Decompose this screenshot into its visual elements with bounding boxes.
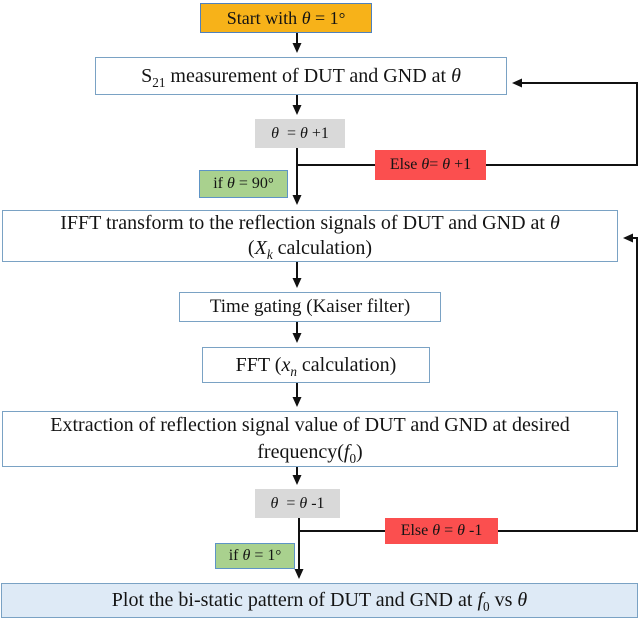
s21-text: measurement of DUT and GND at bbox=[165, 64, 452, 87]
plot-label: Plot the bi-static pattern of DUT and GN… bbox=[111, 589, 528, 614]
ifft-line2: (Xk calculation) bbox=[248, 236, 372, 261]
xn-subscript: n bbox=[290, 363, 297, 379]
calculation-text: calculation) bbox=[296, 353, 397, 376]
else-text: Else bbox=[389, 156, 422, 173]
f0-symbol: f bbox=[477, 589, 483, 611]
if-1-label: if θ = 1° bbox=[229, 547, 282, 565]
start-text: Start with bbox=[226, 7, 302, 28]
vs-text: vs bbox=[489, 589, 518, 611]
equals-text: = bbox=[278, 494, 300, 512]
calculation-text: calculation) bbox=[272, 237, 373, 259]
fft-text: FFT ( bbox=[235, 353, 282, 376]
plot-text: Plot the bi-static pattern of DUT and GN… bbox=[111, 589, 478, 611]
theta-symbol: θ bbox=[301, 7, 311, 28]
f0-symbol: f bbox=[343, 441, 350, 463]
theta-symbol: θ bbox=[271, 124, 279, 142]
theta-symbol: θ bbox=[242, 547, 251, 564]
if-text: if bbox=[228, 547, 243, 564]
paren-close: ) bbox=[356, 441, 363, 463]
s21-symbol: S bbox=[141, 64, 153, 87]
theta-symbol: θ bbox=[457, 522, 465, 539]
theta-symbol: θ bbox=[227, 175, 235, 192]
time-gating-label: Time gating (Kaiser filter) bbox=[209, 296, 411, 317]
s21-label: S21 measurement of DUT and GND at θ bbox=[141, 64, 461, 90]
degree-symbol: ° bbox=[338, 8, 346, 28]
node-ifft-transform: IFFT transform to the reflection signals… bbox=[2, 210, 618, 262]
f0-subscript: 0 bbox=[483, 599, 490, 614]
equals-text: = bbox=[440, 522, 458, 539]
plus-one-text: +1 bbox=[450, 156, 472, 173]
paren-open: ( bbox=[247, 237, 255, 259]
extraction-line2: frequency(f0) bbox=[257, 439, 362, 466]
node-extraction: Extraction of reflection signal value of… bbox=[2, 411, 618, 467]
extraction-line1: Extraction of reflection signal value of… bbox=[50, 414, 570, 436]
else-text: Else bbox=[400, 522, 433, 539]
degree-symbol: ° bbox=[275, 548, 282, 564]
node-else-theta-increment: Else θ= θ +1 bbox=[375, 150, 486, 180]
equals-text: = bbox=[429, 156, 443, 173]
theta-symbol: θ bbox=[270, 494, 279, 512]
ifft-line1: IFFT transform to the reflection signals… bbox=[60, 211, 560, 236]
else-decrement-label: Else θ = θ -1 bbox=[401, 522, 483, 540]
node-start: Start with θ = 1° bbox=[200, 3, 372, 33]
node-if-theta-90: if θ = 90° bbox=[199, 170, 288, 198]
fft-label: FFT (xn calculation) bbox=[235, 353, 397, 379]
frequency-text: frequency( bbox=[257, 441, 344, 463]
else-increment-label: Else θ= θ +1 bbox=[390, 156, 471, 174]
increment-label: θ = θ +1 bbox=[271, 125, 329, 143]
theta-symbol: θ bbox=[517, 589, 528, 611]
node-else-theta-decrement: Else θ = θ -1 bbox=[385, 518, 498, 544]
decrement-label: θ = θ -1 bbox=[270, 495, 324, 513]
f0-subscript: 0 bbox=[349, 451, 357, 466]
start-label: Start with θ = 1° bbox=[227, 8, 346, 29]
node-s21-measurement: S21 measurement of DUT and GND at θ bbox=[95, 57, 507, 95]
condition-value: = 90 bbox=[234, 175, 268, 192]
theta-symbol: θ bbox=[300, 124, 308, 142]
xk-symbol: X bbox=[254, 237, 267, 259]
theta-symbol: θ bbox=[549, 212, 560, 234]
theta-symbol: θ bbox=[442, 156, 451, 173]
plus-one-text: +1 bbox=[307, 124, 329, 142]
theta-symbol: θ bbox=[451, 64, 461, 87]
node-theta-decrement: θ = θ -1 bbox=[255, 489, 340, 518]
node-time-gating: Time gating (Kaiser filter) bbox=[179, 292, 441, 322]
node-theta-increment: θ = θ +1 bbox=[255, 119, 345, 148]
theta-symbol: θ bbox=[421, 156, 430, 173]
condition-value: = 1 bbox=[250, 547, 276, 564]
theta-symbol: θ bbox=[432, 522, 441, 539]
node-if-theta-1: if θ = 1° bbox=[215, 543, 295, 569]
loop-else-decrement-to-ifft bbox=[299, 233, 638, 532]
theta-symbol: θ bbox=[299, 494, 308, 512]
xn-symbol: x bbox=[281, 353, 291, 376]
xk-subscript: k bbox=[266, 247, 273, 262]
minus-one-text: -1 bbox=[464, 522, 483, 539]
if-90-label: if θ = 90° bbox=[213, 175, 274, 193]
node-plot-result: Plot the bi-static pattern of DUT and GN… bbox=[1, 583, 638, 618]
equals-text: = bbox=[278, 124, 300, 142]
start-value: = 1 bbox=[310, 7, 339, 28]
node-fft: FFT (xn calculation) bbox=[202, 347, 430, 383]
if-text: if bbox=[213, 175, 227, 192]
ifft-text: IFFT transform to the reflection signals… bbox=[60, 212, 550, 234]
minus-one-text: -1 bbox=[307, 494, 325, 512]
degree-symbol: ° bbox=[267, 176, 274, 192]
s21-subscript: 21 bbox=[152, 74, 166, 90]
